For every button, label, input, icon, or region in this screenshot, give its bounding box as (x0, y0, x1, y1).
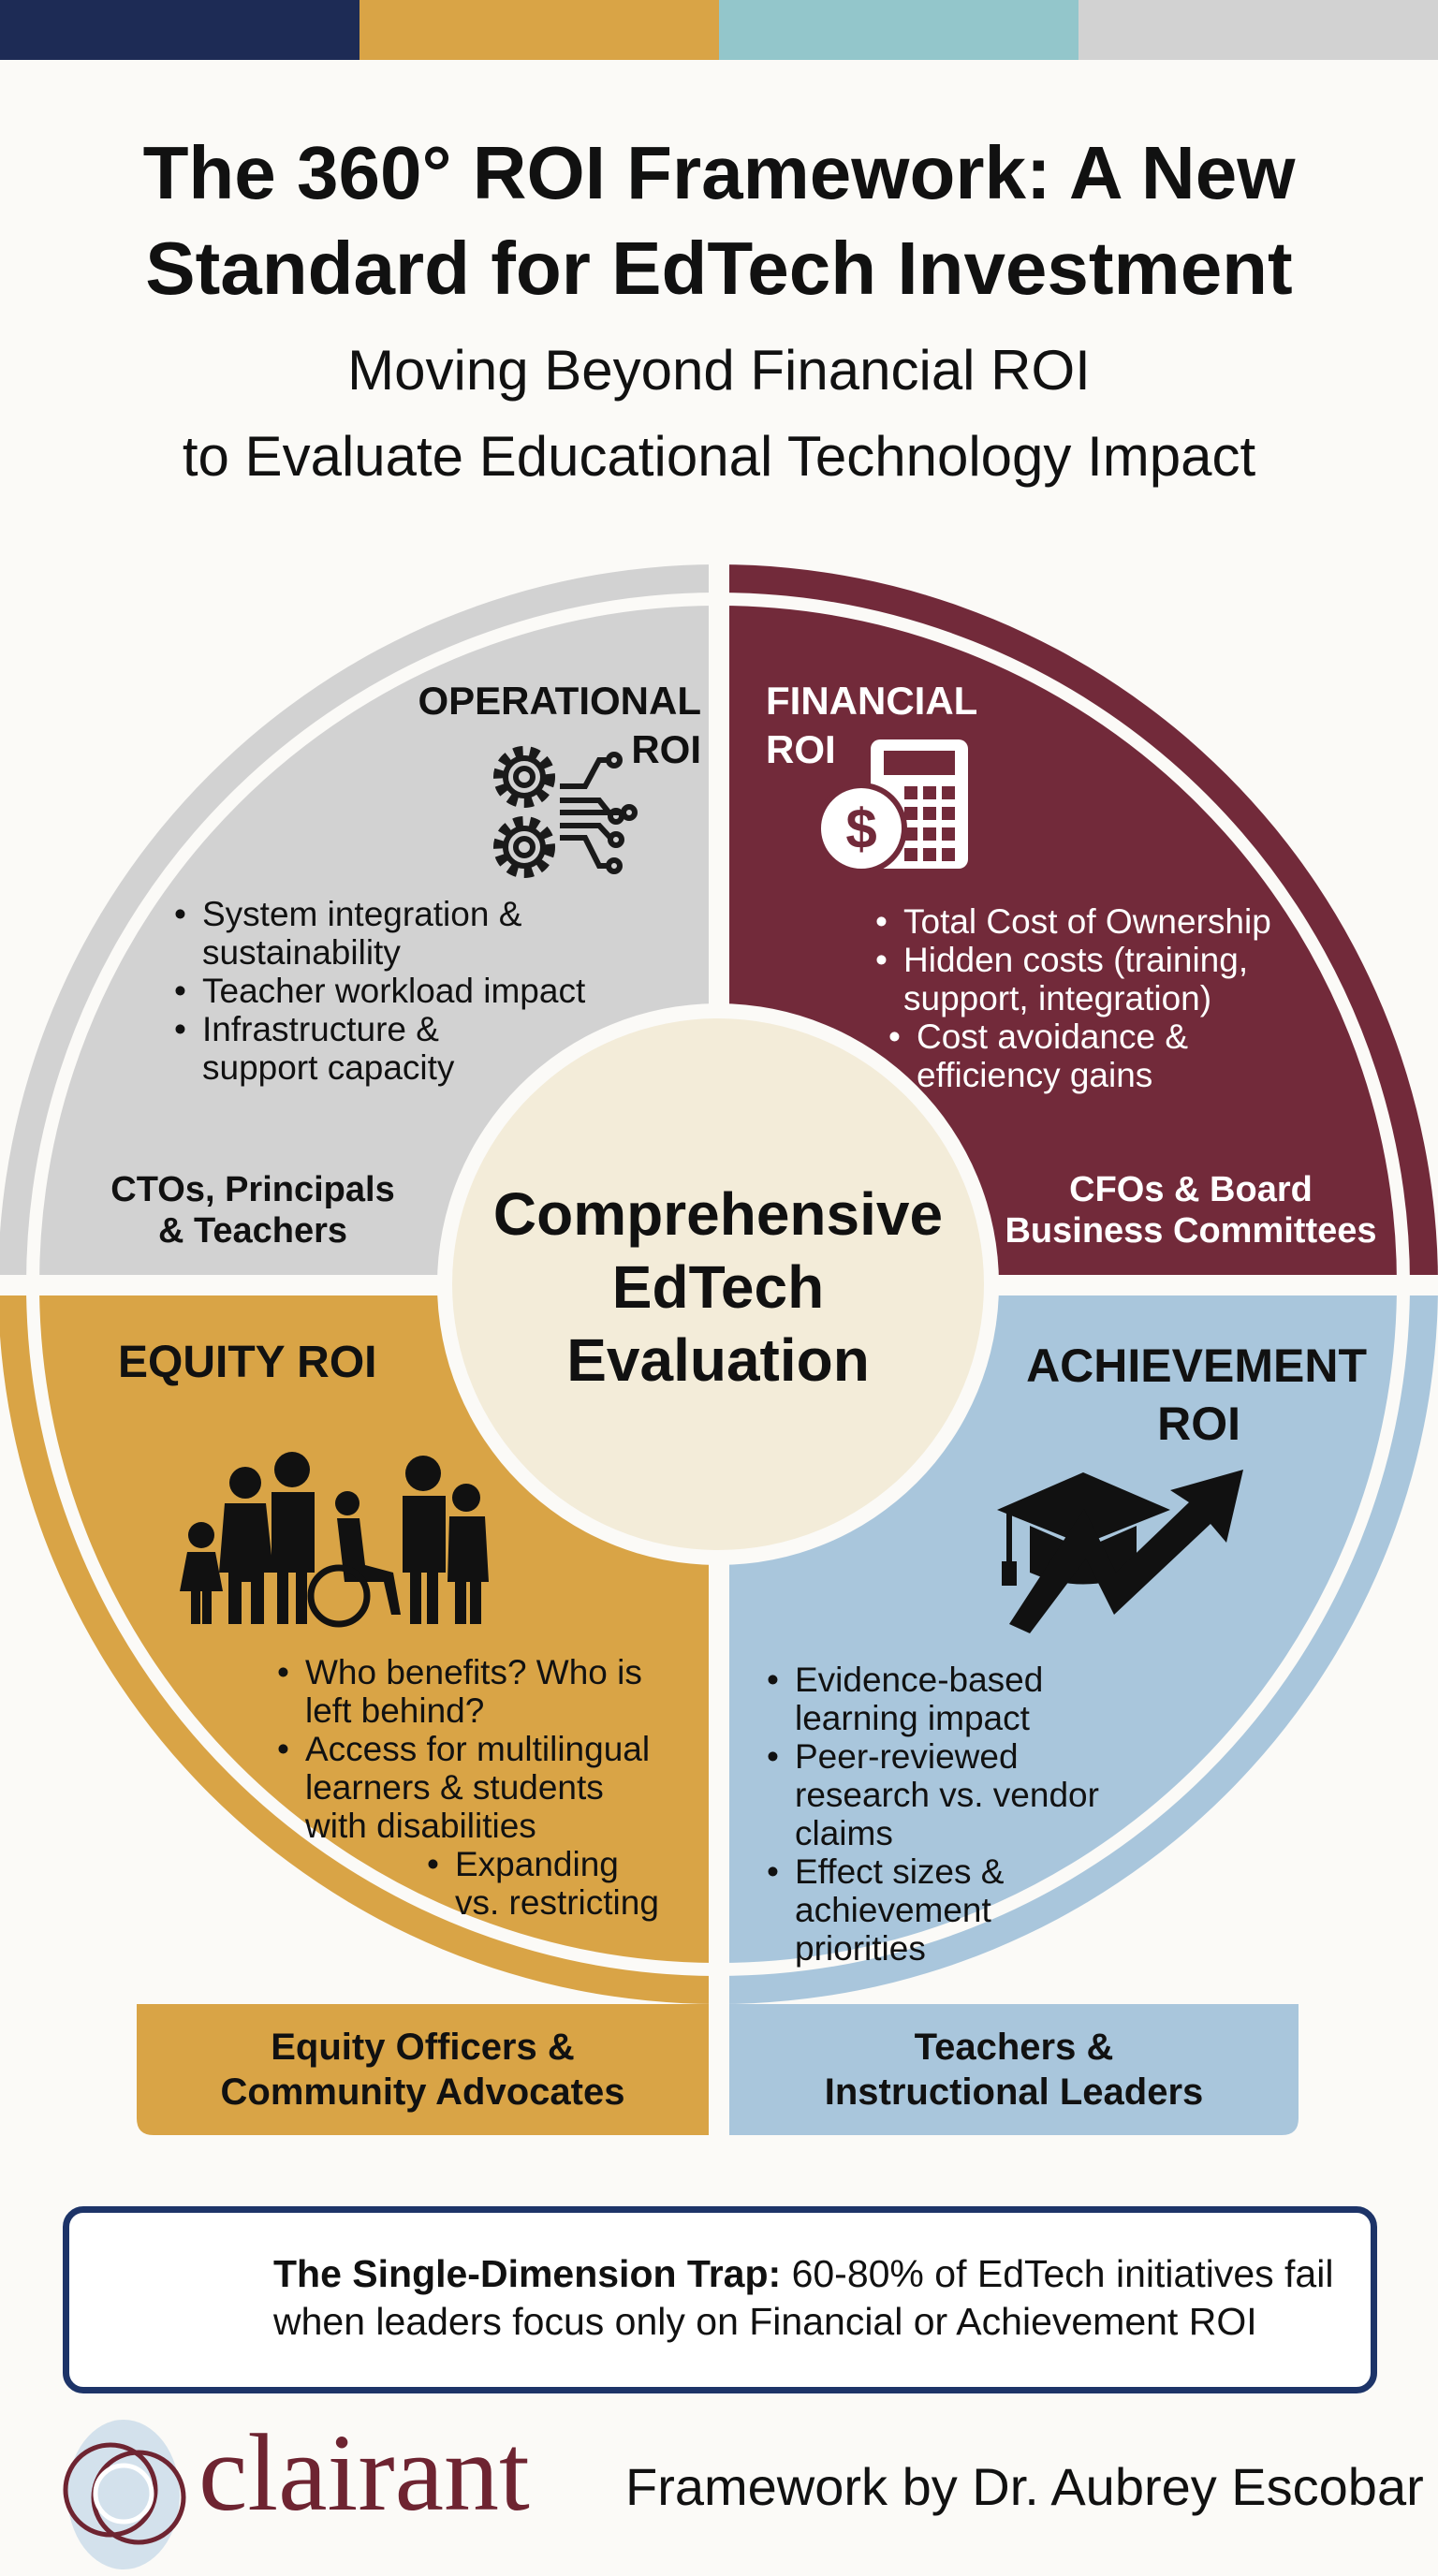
achievement-title: ACHIEVEMENT ROI (992, 1337, 1367, 1453)
financial-title-line1: FINANCIAL (766, 679, 978, 723)
equity-title: EQUITY ROI (118, 1338, 377, 1387)
list-item: System integration & sustainability (174, 895, 558, 972)
svg-text:$: $ (845, 798, 876, 860)
calculator-dollar-icon: $ (815, 739, 968, 874)
operational-title-line2: ROI (631, 727, 701, 771)
list-item: Teacher workload impact (174, 972, 642, 1010)
list-item: Expanding vs. restricting (427, 1845, 670, 1922)
list-item: Evidence-based learning impact (767, 1661, 1169, 1737)
gears-circuit-icon (493, 746, 638, 878)
page-subtitle: Moving Beyond Financial ROI to Evaluate … (0, 328, 1438, 500)
title-line-2: Standard for EdTech Investment (145, 227, 1293, 310)
audience-line: Community Advocates (220, 2071, 625, 2113)
audience-line: CFOs & Board (1069, 1170, 1313, 1209)
top-color-bar (0, 0, 1438, 60)
audience-line: Instructional Leaders (824, 2071, 1204, 2113)
achievement-title-line2: ROI (1157, 1398, 1240, 1450)
achievement-title-line1: ACHIEVEMENT (1026, 1339, 1367, 1392)
audience-line: Equity Officers & (271, 2027, 575, 2068)
audience-line: CTOs, Principals (110, 1170, 395, 1209)
warning-body: 60-80% of EdTech initiatives fail when l… (273, 2252, 1334, 2343)
operational-title: OPERATIONAL ROI (418, 677, 701, 774)
diverse-family-icon (180, 1452, 489, 1628)
equity-audience-box: Equity Officers & Community Advocates (137, 2004, 709, 2135)
equity-audience-box-bg (137, 2004, 709, 2135)
list-item: Cost avoidance & efficiency gains (888, 1017, 1197, 1094)
financial-bullets: Total Cost of Ownership Hidden costs (tr… (875, 902, 1297, 1094)
bar-segment-teal (719, 0, 1078, 60)
list-item: Access for multilingual learners & stude… (277, 1730, 670, 1845)
warning-text: The Single-Dimension Trap: 60-80% of EdT… (273, 2250, 1378, 2346)
operational-bullets: System integration & sustainability Teac… (174, 895, 585, 1087)
financial-audience: CFOs & Board Business Committees (994, 1169, 1387, 1251)
achievement-bullets: Evidence-based learning impact Peer-revi… (767, 1661, 1169, 1968)
framework-credit: Framework by Dr. Aubrey Escobar (625, 2457, 1424, 2516)
achievement-audience-box: Teachers & Instructional Leaders (729, 2004, 1299, 2135)
list-item: Total Cost of Ownership (875, 902, 1297, 941)
center-line-1: Comprehensive (492, 1180, 944, 1248)
list-item: Effect sizes & achievement priorities (767, 1852, 1020, 1968)
subtitle-line-1: Moving Beyond Financial ROI (347, 339, 1091, 402)
subtitle-line-2: to Evaluate Educational Technology Impac… (182, 425, 1256, 488)
operational-audience: CTOs, Principals & Teachers (84, 1169, 421, 1251)
page-title: The 360° ROI Framework: A New Standard f… (0, 125, 1438, 316)
center-line-3: Evaluation (566, 1326, 870, 1394)
graduation-cap-arrow-icon (997, 1470, 1243, 1633)
warning-callout: The Single-Dimension Trap: 60-80% of EdT… (63, 2206, 1377, 2393)
equity-bullets: Who benefits? Who is left behind? Access… (277, 1653, 680, 1922)
achievement-audience-box-bg (729, 2004, 1299, 2135)
center-line-2: EdTech (611, 1253, 825, 1321)
bar-segment-navy (0, 0, 360, 60)
audience-line: Business Committees (1005, 1211, 1377, 1251)
list-item: Peer-reviewed research vs. vendor claims (767, 1737, 1160, 1852)
title-line-1: The 360° ROI Framework: A New (142, 131, 1296, 214)
list-item: Infrastructure & support capacity (174, 1010, 558, 1087)
center-label: Comprehensive EdTech Evaluation (484, 1178, 952, 1397)
audience-line: Teachers & (914, 2027, 1114, 2068)
financial-title-line2: ROI (766, 727, 836, 771)
clairant-logo-mark (63, 2420, 186, 2569)
list-item: Who benefits? Who is left behind? (277, 1653, 642, 1730)
bar-segment-gray (1078, 0, 1438, 60)
audience-line: & Teachers (157, 1211, 348, 1251)
center-circle (452, 1018, 984, 1550)
list-item: Hidden costs (training, support, integra… (875, 941, 1297, 1017)
operational-title-line1: OPERATIONAL (418, 679, 701, 723)
bar-segment-gold (360, 0, 719, 60)
financial-title: FINANCIAL ROI (766, 677, 977, 774)
clairant-logo-text: clairant (198, 2411, 530, 2534)
warning-heading: The Single-Dimension Trap: (273, 2252, 782, 2295)
